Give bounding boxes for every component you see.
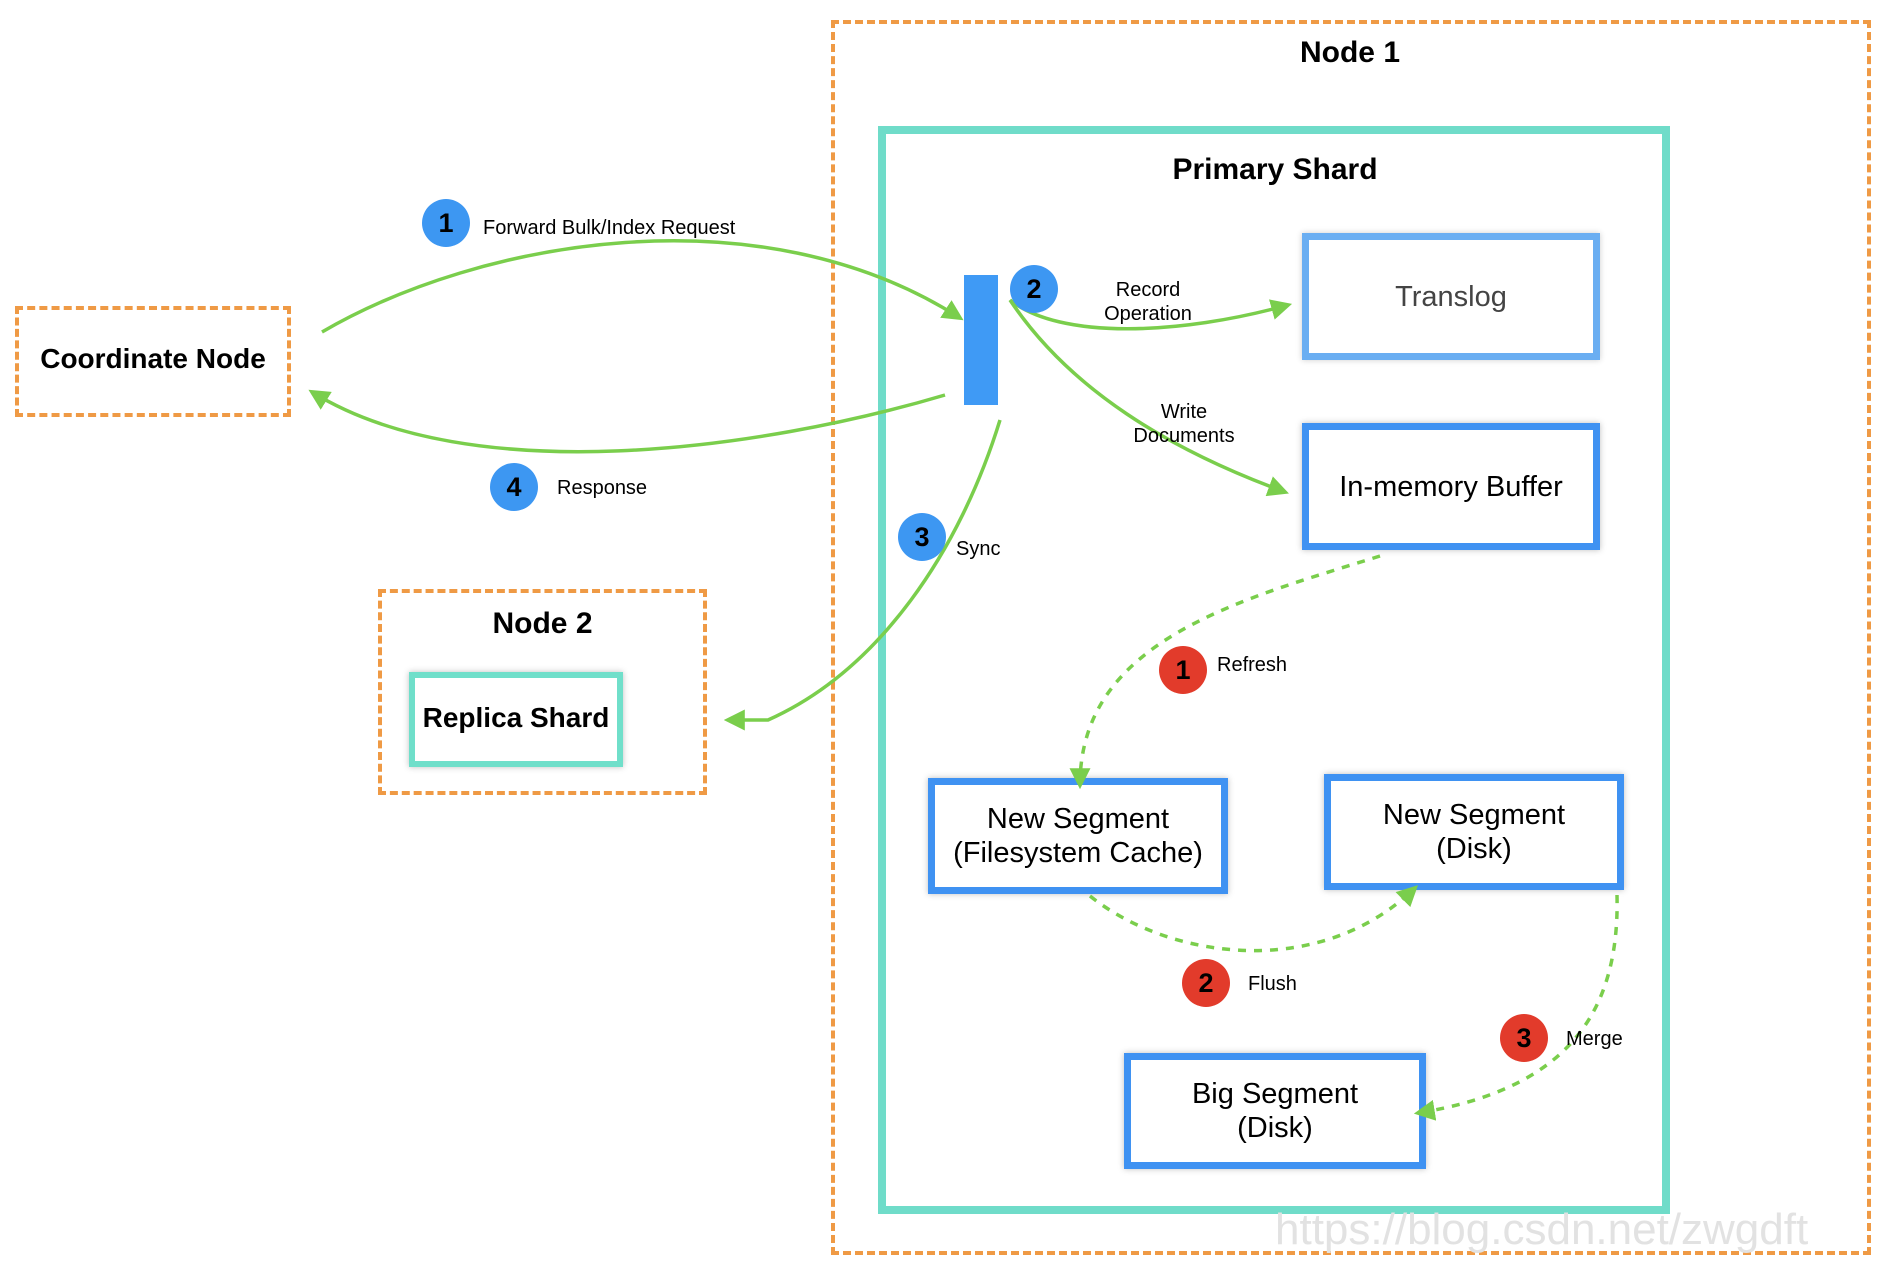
flush-badge: 2 [1182,959,1230,1007]
merge-arrow [1413,894,1619,1121]
response-arrow [308,389,946,454]
sync-arrow [723,419,1002,731]
step-label-sync: Sync [956,538,1001,560]
flush-label: Flush [1248,973,1297,995]
step-label-forward-request: Forward Bulk/Index Request [483,217,736,239]
in-memory-buffer-label: In-memory Buffer [1339,470,1563,503]
big-segment-label: Big Segment (Disk) [1191,1078,1359,1144]
coordinate-node-label: Coordinate Node [40,343,266,374]
node2-title: Node 2 [492,607,593,640]
merge-badge: 3 [1500,1014,1548,1062]
write-documents-arrow [1008,299,1289,497]
step-badge-2: 2 [1010,265,1058,313]
translog-label: Translog [1395,280,1507,313]
watermark-text: https://blog.csdn.net/zwgdft [1275,1205,1809,1254]
segment-disk-label: New Segment (Disk) [1382,799,1566,865]
record-operation-arrow [1008,298,1293,331]
segment-cache-label: New Segment (Filesystem Cache) [953,803,1203,869]
coordinate-node-box [15,306,291,417]
forward-request-arrow [321,239,964,334]
step-badge-1: 1 [422,199,470,247]
refresh-label: Refresh [1217,654,1288,676]
node1-container [831,20,1871,1255]
record-operation-label: Record Operation [1104,279,1192,325]
step-badge-4: 4 [490,463,538,511]
refresh-badge: 1 [1159,646,1207,694]
segment-disk-box [1324,774,1624,890]
primary-shard-container [878,126,1670,1214]
flush-arrow [1088,885,1419,953]
in-memory-buffer-box [1302,423,1600,550]
write-documents-label: Write Documents [1133,401,1235,447]
refresh-arrow [1069,554,1381,790]
step-badge-3: 3 [898,513,946,561]
request-handler-bar [964,275,998,405]
primary-shard-title: Primary Shard [1172,153,1378,186]
node1-title: Node 1 [1299,36,1401,69]
step-label-response: Response [557,477,648,499]
node2-container [378,589,707,795]
replica-shard-box [409,672,623,767]
replica-shard-label: Replica Shard [422,702,610,733]
merge-label: Merge [1566,1028,1623,1050]
translog-box [1302,233,1600,360]
